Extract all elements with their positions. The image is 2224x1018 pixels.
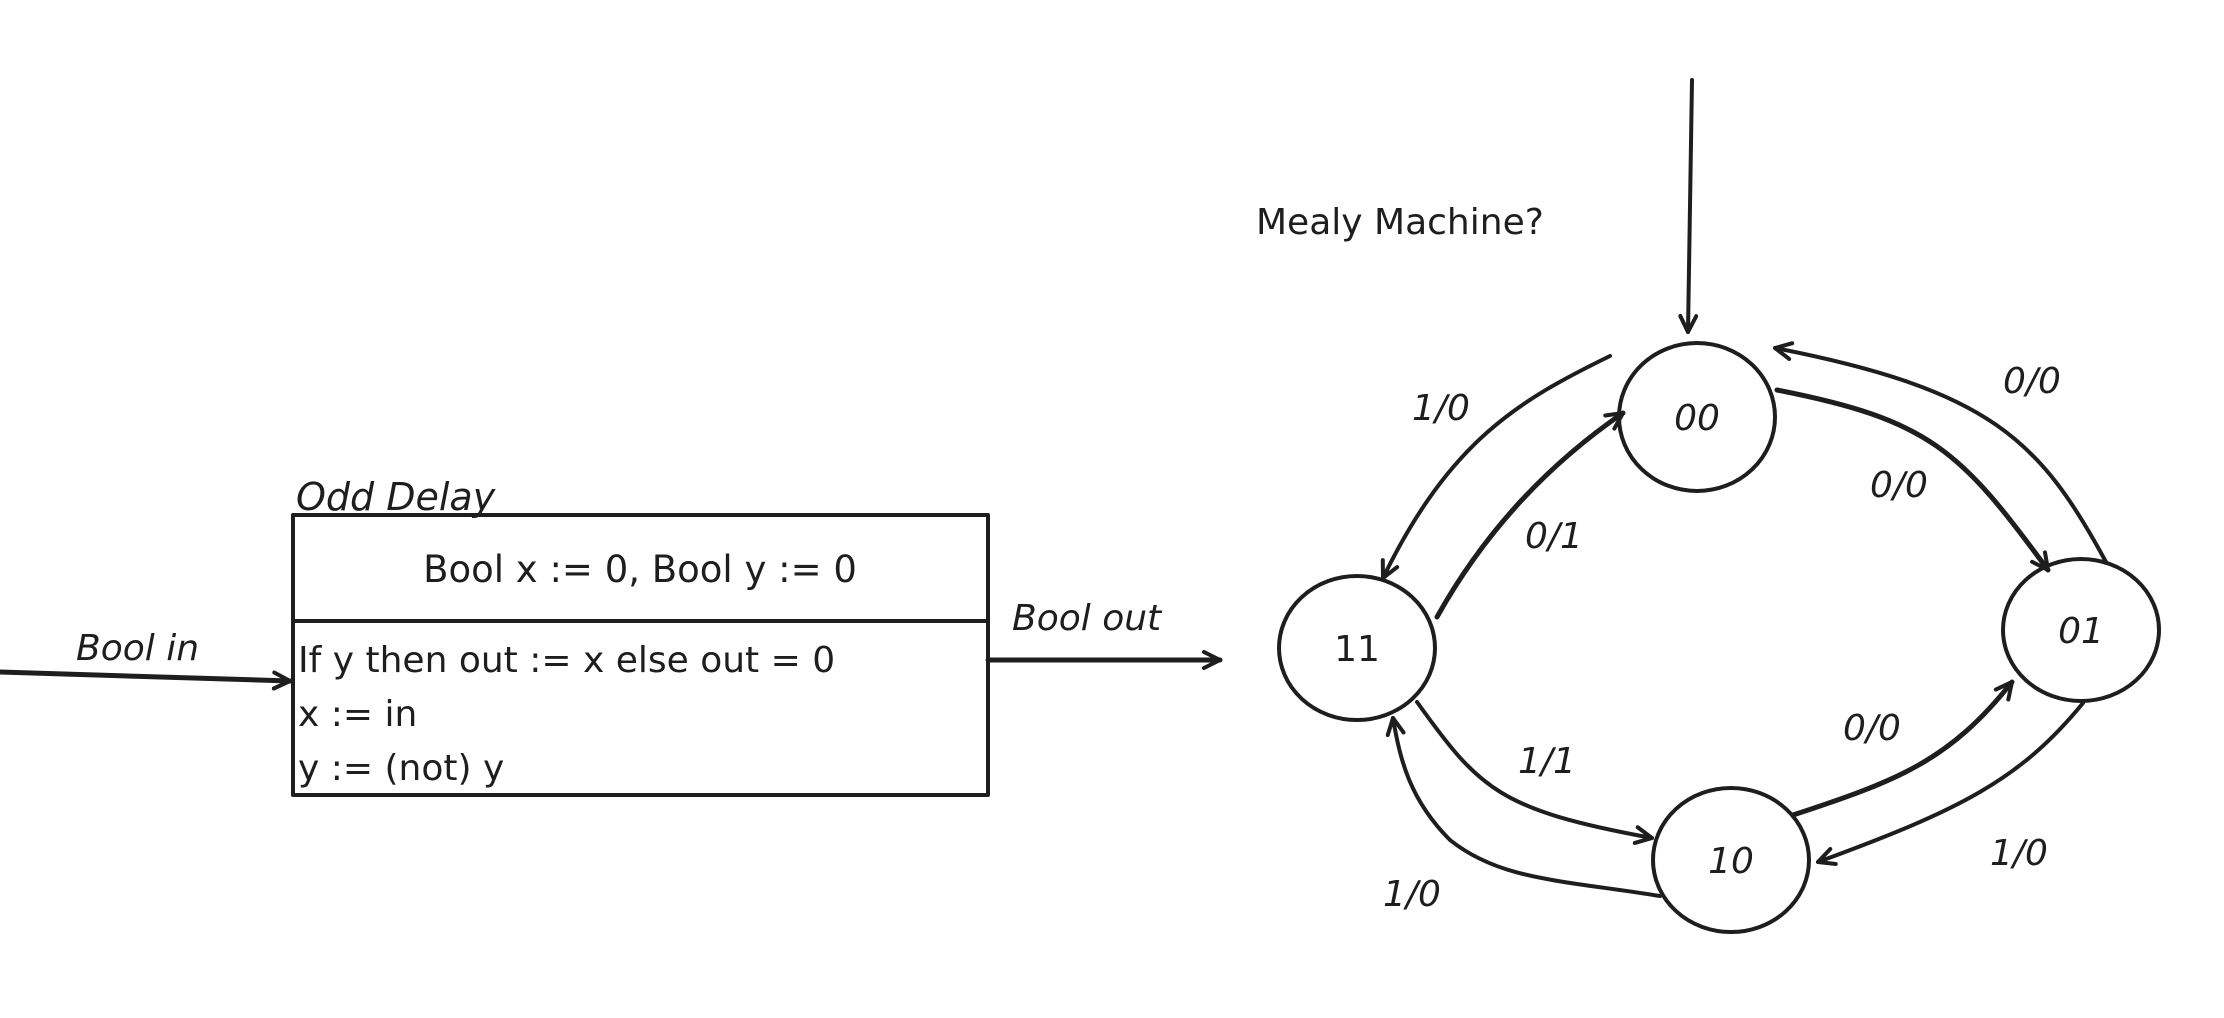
input-label: Bool in — [76, 628, 199, 669]
transition-label-00-01: 0/0 — [1870, 465, 1928, 506]
state-declaration: Bool x := 0, Bool y := 0 — [423, 548, 857, 591]
transition-10-11[interactable] — [1385, 716, 1662, 898]
state-00[interactable]: 00 — [1617, 341, 1777, 493]
transition-label-01-10: 1/0 — [1990, 833, 2048, 874]
behavior-line-2: x := in — [298, 694, 417, 735]
transition-10-01[interactable] — [1790, 679, 2015, 818]
transition-label-10-01: 0/0 — [1843, 708, 1901, 749]
state-machine: Mealy Machine? 1/0 0/1 0/0 0/0 0/0 1/1 1… — [1256, 78, 2161, 934]
transition-00-11[interactable] — [1380, 354, 1612, 580]
output-label: Bool out — [1012, 598, 1163, 639]
state-label-10: 10 — [1708, 841, 1754, 882]
state-machine-caption: Mealy Machine? — [1256, 202, 1544, 243]
transition-01-10[interactable] — [1816, 701, 2085, 867]
transition-label-11-10: 1/1 — [1518, 741, 1576, 782]
state-11[interactable]: 11 — [1277, 574, 1437, 722]
component-box[interactable] — [291, 513, 990, 797]
transition-label-11-00: 0/1 — [1525, 516, 1583, 557]
behavior-line-3: y := (not) y — [298, 748, 504, 789]
transition-11-10[interactable] — [1415, 700, 1654, 845]
input-arrow — [0, 669, 293, 691]
component-title: Odd Delay — [296, 475, 496, 519]
transition-label-01-00: 0/0 — [2003, 361, 2061, 402]
transition-label-10-11: 1/0 — [1383, 874, 1441, 915]
state-10[interactable]: 10 — [1651, 786, 1811, 934]
transition-11-00[interactable] — [1434, 410, 1626, 620]
transition-label-00-11: 1/0 — [1412, 388, 1470, 429]
odd-delay-component: Odd Delay Bool x := 0, Bool y := 0 If y … — [0, 475, 1223, 797]
behavior-line-1: If y then out := x else out = 0 — [298, 640, 835, 681]
initial-state-arrow — [1678, 78, 1699, 334]
state-label-00: 00 — [1674, 398, 1720, 439]
state-label-11: 11 — [1334, 629, 1380, 670]
state-01[interactable]: 01 — [2001, 557, 2161, 703]
state-label-01: 01 — [2058, 611, 2104, 652]
transition-01-00[interactable] — [1773, 341, 2108, 564]
transition-00-01[interactable] — [1774, 387, 2051, 573]
